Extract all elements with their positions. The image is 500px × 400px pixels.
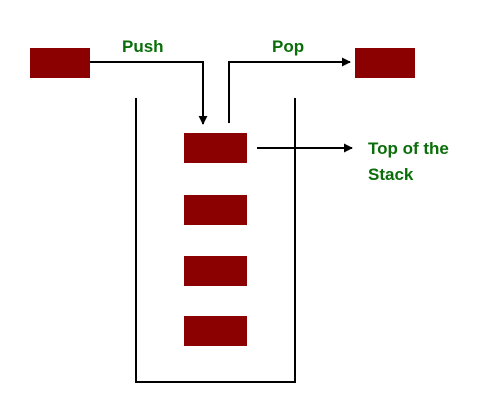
incoming-element bbox=[30, 48, 90, 78]
stack-element-4 bbox=[184, 316, 247, 346]
stack-element-2 bbox=[184, 195, 247, 225]
outgoing-element bbox=[355, 48, 415, 78]
stack-container bbox=[135, 98, 296, 383]
stack-element-top bbox=[184, 133, 247, 163]
push-label: Push bbox=[122, 37, 164, 56]
pop-label: Pop bbox=[272, 37, 304, 56]
stack-element-3 bbox=[184, 256, 247, 286]
top-of-stack-label-line1: Top of the bbox=[368, 139, 449, 158]
top-of-stack-label-line2: Stack bbox=[368, 165, 414, 184]
pop-arrow bbox=[228, 57, 351, 123]
push-arrow bbox=[90, 61, 208, 125]
